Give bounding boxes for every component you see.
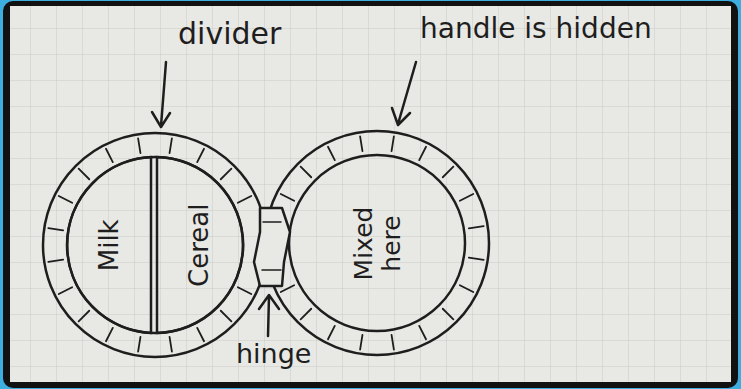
rim-tick [301, 309, 312, 320]
rim-tick [138, 337, 140, 352]
hinge-detail [262, 222, 281, 270]
hinge-shape [254, 208, 290, 286]
compartment-label: Cereal [186, 203, 215, 286]
rim-tick [170, 138, 172, 153]
rim-tick [197, 328, 204, 341]
bowl-inner-rim [67, 157, 243, 333]
bowl-inner-rim [289, 155, 465, 331]
rim-tick [221, 311, 232, 322]
rim-tick [170, 337, 172, 352]
rim-tick [281, 194, 294, 201]
rim-tick [301, 167, 312, 178]
rim-tick [443, 309, 454, 320]
rim-tick [59, 287, 72, 294]
rim-tick [469, 226, 484, 228]
rim-tick [460, 285, 473, 292]
compartment-outline [157, 157, 243, 333]
callout-label: hinge [236, 338, 311, 370]
rim-tick [328, 326, 335, 339]
rim-tick [360, 335, 362, 350]
rim-tick [392, 136, 394, 151]
rim-tick [443, 167, 454, 178]
rim-tick [328, 147, 335, 160]
rim-tick [48, 260, 63, 262]
rim-tick [79, 169, 90, 180]
rim-tick [238, 287, 251, 294]
bowl-interior [289, 155, 465, 331]
rim-tick [392, 335, 394, 350]
rim-tick [221, 169, 232, 180]
rim-tick [460, 194, 473, 201]
rim-tick [419, 326, 426, 339]
photo-frame [3, 1, 738, 388]
rim-tick [106, 328, 113, 341]
rim-tick [48, 228, 63, 230]
rim-tick [360, 136, 362, 151]
compartment-label: Milk [95, 219, 124, 271]
rim-tick [469, 258, 484, 260]
rim-tick [238, 196, 251, 203]
rim-tick [197, 149, 204, 162]
rim-tick [419, 147, 426, 160]
rim-tick [106, 149, 113, 162]
callout-label: handle is hidden [420, 12, 652, 46]
leader-arrow [152, 62, 170, 127]
bowl-rim [265, 131, 489, 355]
cereal-compartment: Cereal [157, 157, 243, 333]
rim-tick [138, 138, 140, 153]
rim-tick [59, 196, 72, 203]
compartment-label: Mixed here [350, 198, 405, 288]
leader-arrow [259, 295, 279, 336]
paper [10, 6, 731, 382]
milk-compartment: Milk [67, 157, 151, 333]
grid-paper [10, 6, 731, 382]
callout-label: divider [178, 16, 281, 52]
rim-tick [79, 311, 90, 322]
compartment-outline [67, 157, 151, 333]
mixing-bowl: Mixed here [289, 155, 465, 331]
leader-arrow [392, 62, 416, 125]
bowl-rim [43, 133, 267, 357]
